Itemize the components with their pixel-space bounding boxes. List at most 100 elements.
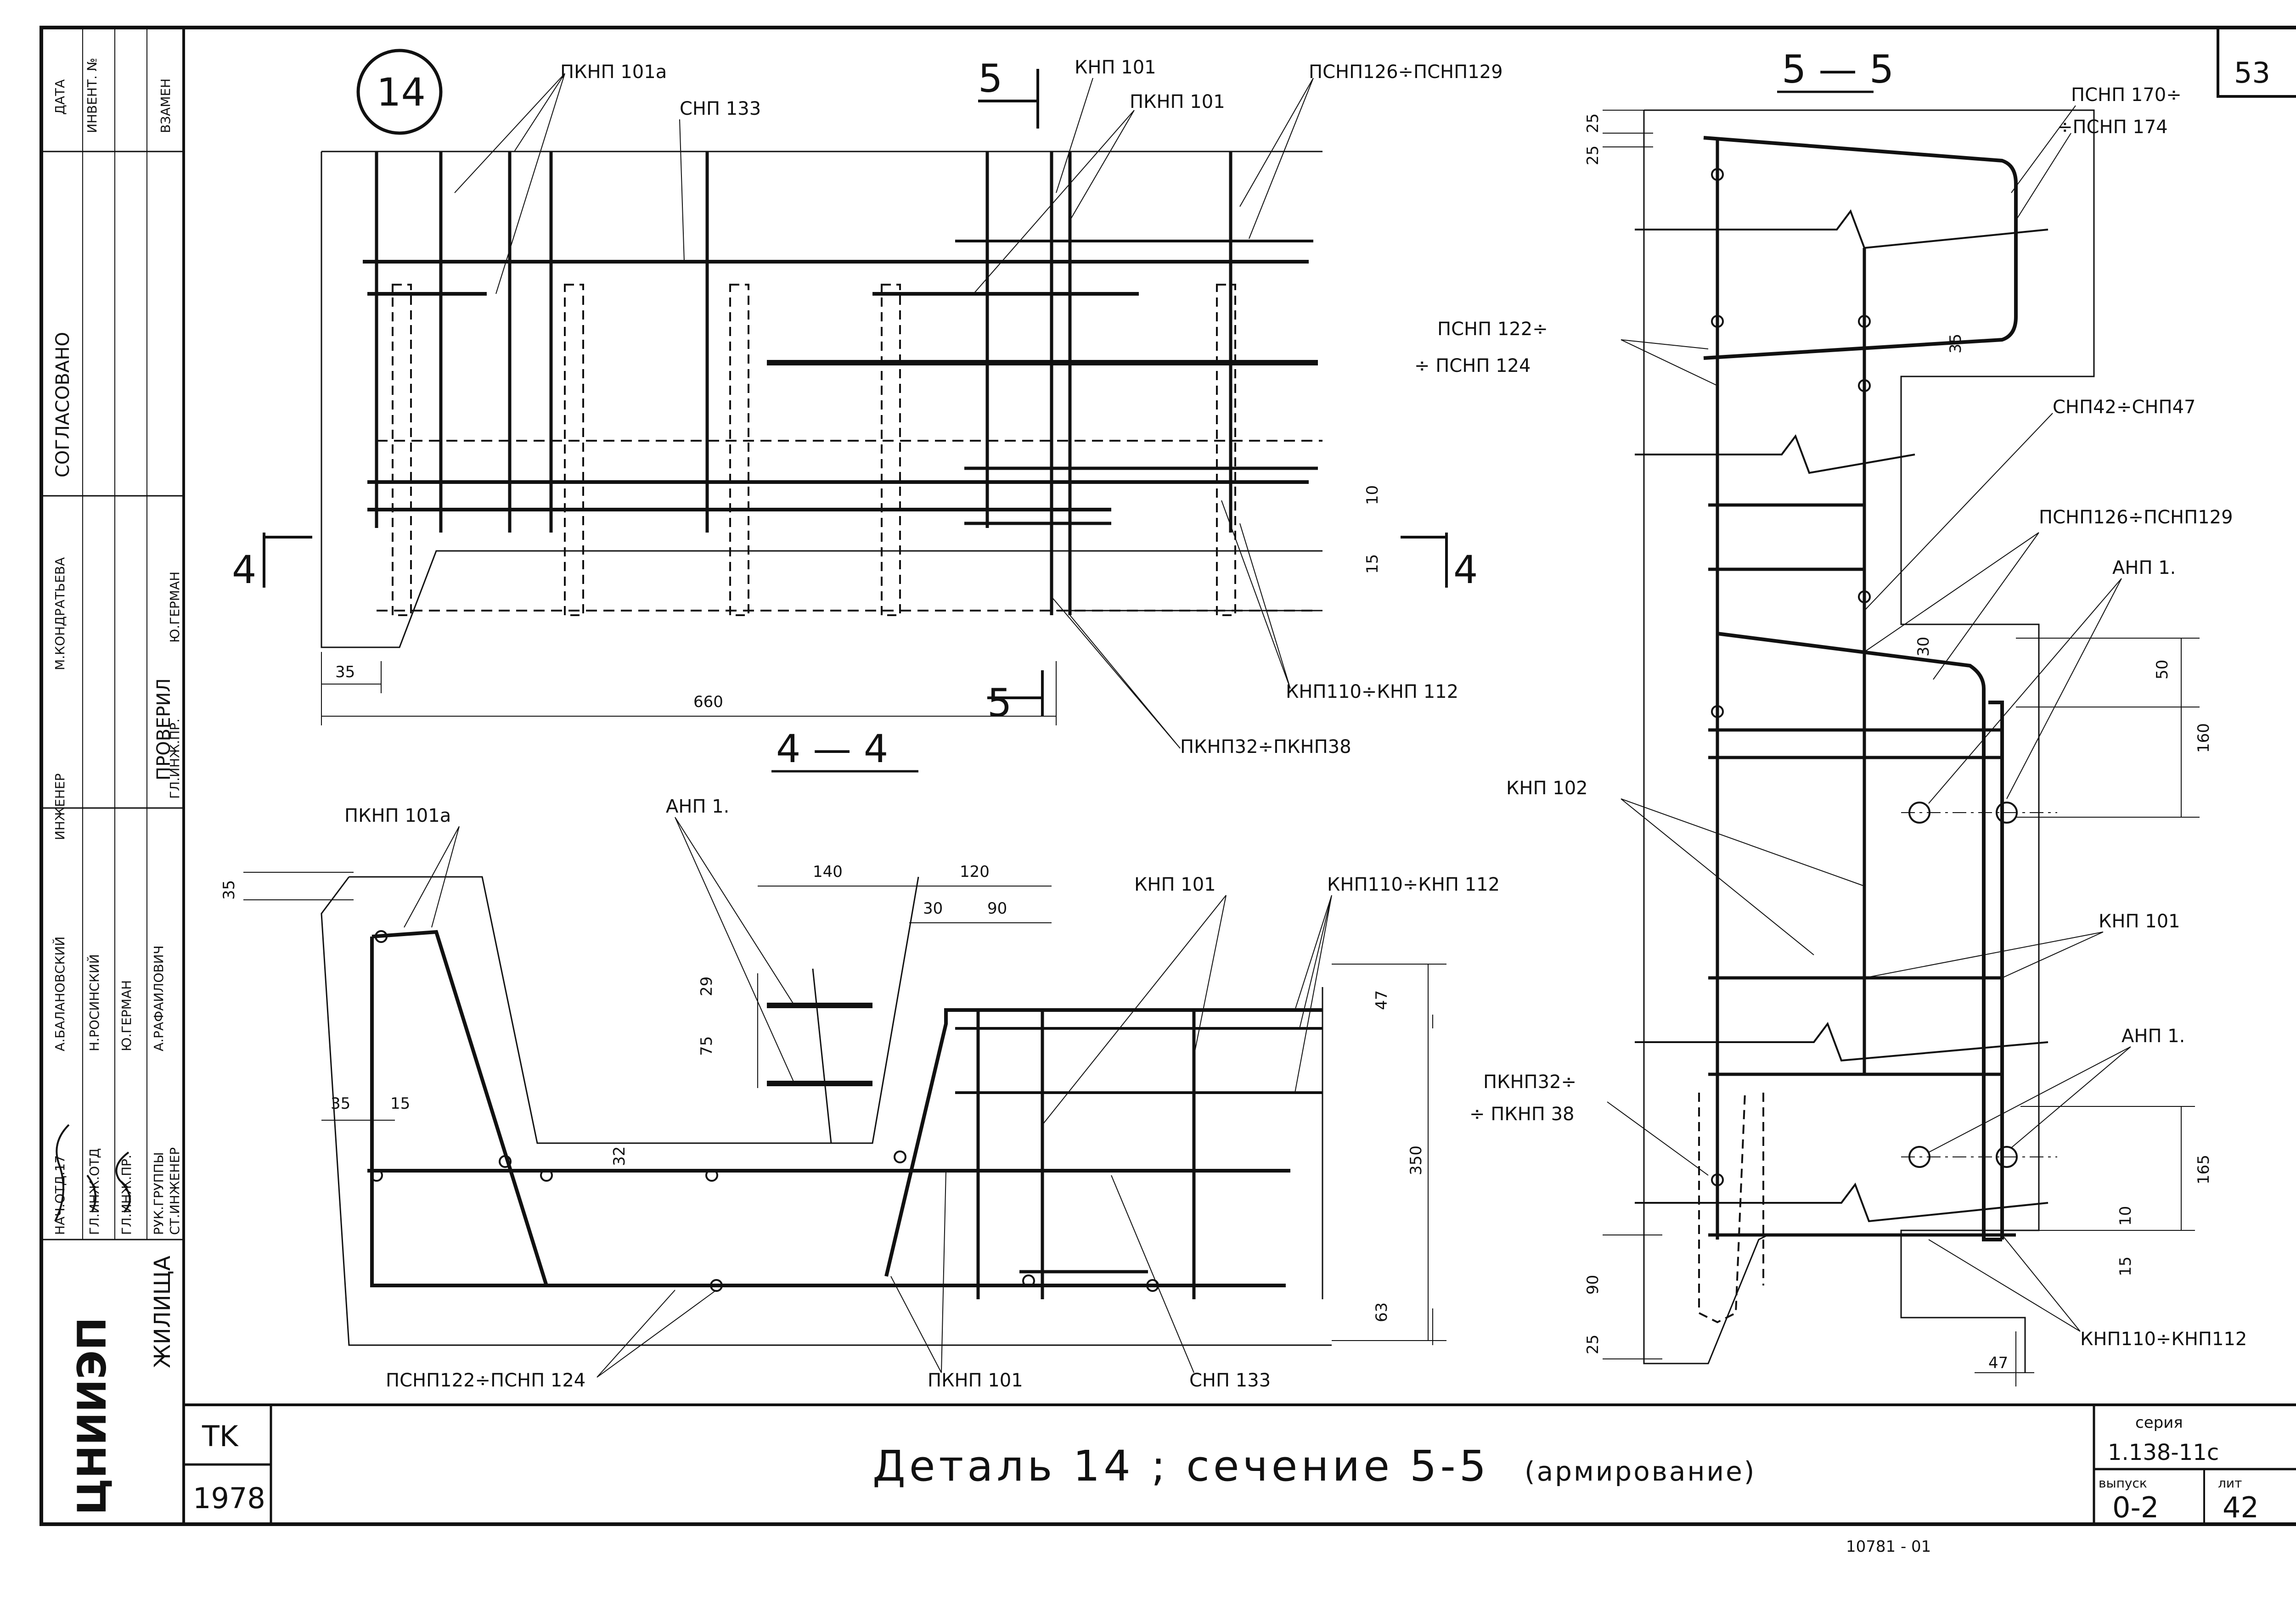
side-stamp: ДАТА ИНВЕНТ. № ВЗАМЕН СОГЛАСОВАНО ПРОВЕР… [41, 28, 184, 1240]
s55-dim-50: 50 [2153, 660, 2172, 679]
d14-dim-15: 15 [1363, 554, 1382, 574]
s44-dim-120: 120 [960, 863, 990, 881]
s55-label-psnp126: ПСНП126÷ПСНП129 [2039, 507, 2233, 528]
sheet-year: 1978 [193, 1482, 265, 1515]
s44-label-psnp122: ПСНП122÷ПСНП 124 [386, 1370, 585, 1391]
s55-dim-90: 90 [1584, 1275, 1602, 1295]
s55-label-pknp32-a: ПКНП32÷ [1483, 1072, 1576, 1093]
stamp-replace: ВЗАМЕН [158, 79, 173, 133]
s55-dim-25a: 25 [1584, 113, 1602, 133]
s55-label-knp101: КНП 101 [2099, 911, 2180, 932]
s55-label-psnp122-b: ÷ ПСНП 124 [1414, 355, 1531, 376]
stamp-row-3-name: А.РАФАИЛОВИЧ [151, 945, 166, 1051]
s55-dim-160: 160 [2195, 723, 2213, 753]
stamp-agreed: СОГЛАСОВАНО [52, 332, 73, 477]
section-4-4: 4 — 4 ПКНП 101а АНП 1. КНП 101 КНП110÷КН… [220, 726, 1500, 1391]
s44-dim-75: 75 [698, 1036, 716, 1056]
s44-dim-90: 90 [987, 899, 1007, 918]
stamp-row-5-name: Ю.ГЕРМАН [167, 572, 182, 643]
s44-dim-63: 63 [1373, 1302, 1391, 1322]
section-5-5: 5 — 5 ПСНП 170÷ ÷ПСНП 174 ПСНП [1414, 47, 2247, 1386]
stamp-row-5-role: ГЛ.ИНЖ.ПР. [167, 718, 182, 799]
s44-dim-32: 32 [610, 1146, 629, 1166]
d14-cut-5-bottom: 5 [987, 680, 1012, 725]
s55-dim-15: 15 [2116, 1257, 2135, 1276]
d14-label-pknp101: ПКНП 101 [1130, 91, 1225, 112]
signature-mark [54, 1124, 131, 1222]
d14-dim-660: 660 [693, 693, 723, 711]
stamp-row-4-name: ИНЖЕНЕР [52, 774, 68, 840]
series-label: серия [2135, 1414, 2183, 1432]
d14-label-knp101: КНП 101 [1075, 57, 1156, 78]
stamp-row-0-name: А.БАЛАНОВСКИЙ [52, 937, 68, 1051]
s44-label-knp110: КНП110÷КНП 112 [1327, 874, 1500, 895]
sheet-frame [39, 26, 2296, 1526]
stamp-row-2-name: Ю.ГЕРМАН [119, 980, 134, 1051]
s55-label-anp1-top: АНП 1. [2112, 557, 2176, 578]
issue-value: 0-2 [2112, 1491, 2159, 1524]
s55-dim-35: 35 [1947, 334, 1965, 354]
d14-cut-5-top: 5 [978, 56, 1002, 101]
s55-dim-25c: 25 [1584, 1335, 1602, 1354]
d14-cut-4-left: 4 [232, 547, 256, 592]
sheet-label: лит [2218, 1476, 2242, 1491]
s44-dim-350: 350 [1407, 1145, 1425, 1175]
stamp-row-1-name: Н.РОСИНСКИЙ [86, 954, 102, 1051]
stamp-inventory: ИНВЕНТ. № [84, 58, 100, 133]
s44-label-knp101: КНП 101 [1134, 874, 1216, 895]
d14-label-psnp126: ПСНП126÷ПСНП129 [1309, 62, 1503, 83]
org-name: ЦНИИЭП [69, 1317, 115, 1515]
title-block: ЦНИИЭП ЖИЛИЩА TK 1978 Деталь 14 ; сечени… [69, 56, 2270, 1556]
s55-label-anp1-bot: АНП 1. [2122, 1026, 2185, 1047]
org-suffix: ЖИЛИЩА [150, 1256, 175, 1368]
d14-label-snp133: СНП 133 [680, 98, 761, 119]
s44-dim-29: 29 [698, 976, 716, 996]
detail-mark: 14 [377, 70, 426, 115]
s55-dim-10: 10 [2116, 1206, 2135, 1226]
s55-dim-165: 165 [2195, 1155, 2213, 1184]
s55-dim-30: 30 [1914, 637, 1933, 657]
s44-label-pknp101a: ПКНП 101а [344, 805, 451, 826]
s55-label-knp110: КНП110÷КНП112 [2080, 1329, 2247, 1350]
issue-label: выпуск [2099, 1476, 2147, 1491]
section-44-title: 4 — 4 [776, 726, 888, 771]
sheet-value: 42 [2223, 1491, 2259, 1524]
s55-label-psnp170-a: ПСНП 170÷ [2071, 84, 2182, 106]
s55-dim-25b: 25 [1584, 146, 1602, 165]
d14-cut-4-right: 4 [1453, 547, 1478, 592]
s55-dim-47: 47 [1988, 1354, 2008, 1372]
s44-dim-35a: 35 [220, 880, 238, 900]
stamp-row-2-role: ГЛ.ИНЖ.ПР. [119, 1155, 134, 1235]
d14-label-pknp32: ПКНП32÷ПКНП38 [1180, 736, 1351, 758]
footer-note: 10781 - 01 [1846, 1538, 1931, 1556]
d14-label-knp110: КНП110÷КНП 112 [1286, 681, 1458, 702]
stamp-row-6-name: М.КОНДРАТЬЕВА [52, 557, 68, 670]
s44-label-pknp101: ПКНП 101 [928, 1370, 1023, 1391]
s44-label-anp1: АНП 1. [666, 796, 729, 817]
s44-dim-15: 15 [390, 1094, 410, 1113]
sheet-code: TK [202, 1420, 239, 1453]
stamp-date: ДАТА [52, 79, 68, 115]
s55-label-pknp32-b: ÷ ПКНП 38 [1469, 1104, 1574, 1125]
s44-dim-35b: 35 [331, 1094, 350, 1113]
s44-dim-47: 47 [1373, 990, 1391, 1010]
d14-dim-10: 10 [1363, 485, 1382, 505]
drawing-title-note: (армирование) [1525, 1456, 1756, 1487]
s55-label-snp42: СНП42÷СНП47 [2053, 397, 2195, 418]
s44-dim-140: 140 [813, 863, 843, 881]
drawing-title-section: 5-5 [1410, 1442, 1490, 1491]
s55-label-psnp122-a: ПСНП 122÷ [1437, 319, 1548, 340]
s55-label-knp102: КНП 102 [1506, 778, 1588, 799]
d14-dim-35: 35 [335, 663, 355, 681]
stamp-row-4-role: СТ.ИНЖЕНЕР [167, 1147, 182, 1235]
s44-dim-30: 30 [923, 899, 943, 918]
drawing-title: Деталь 14 ; сечение [872, 1442, 1393, 1491]
section-55-title: 5 — 5 [1782, 47, 1894, 92]
series-value: 1.138-11с [2108, 1440, 2219, 1465]
d14-label-pknp101a: ПКНП 101а [560, 62, 667, 83]
sheet-number: 53 [2234, 56, 2270, 90]
stamp-checked: ПРОВЕРИЛ [153, 678, 174, 780]
stamp-row-3-role: РУК.ГРУППЫ [151, 1152, 166, 1235]
s44-label-snp133: СНП 133 [1189, 1370, 1271, 1391]
